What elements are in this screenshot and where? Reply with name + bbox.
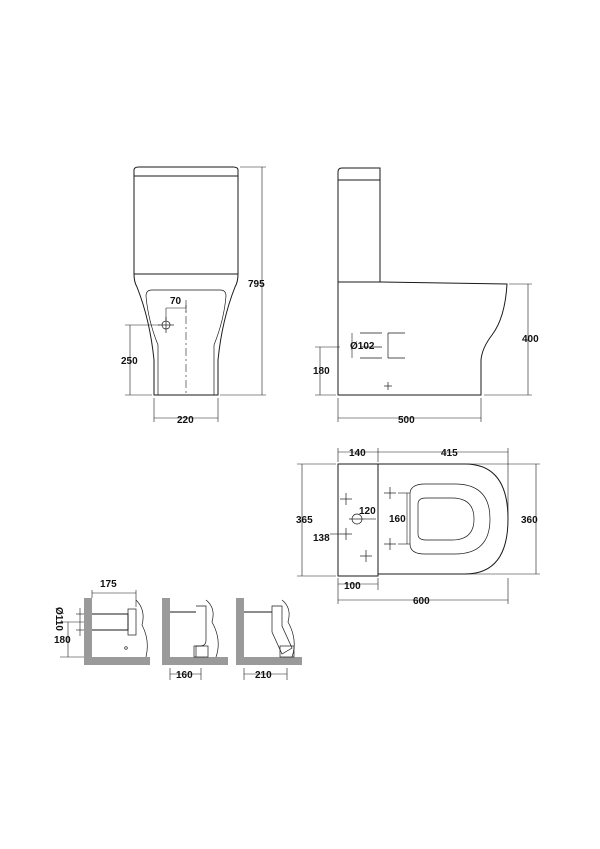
outlet-offset-label: 100 <box>344 581 361 592</box>
inlet-offset-label: 70 <box>170 296 182 307</box>
pipe-diameter-label: Ø110 <box>53 607 64 631</box>
pan-length-label: 415 <box>441 448 458 459</box>
vertical-offset-label: 160 <box>176 670 193 681</box>
overall-height-label: 795 <box>248 279 265 290</box>
depth-label: 500 <box>398 415 415 426</box>
side-view: Ø102 180 400 500 <box>313 167 539 426</box>
horizontal-connector-detail: 175 Ø110 180 <box>53 579 150 665</box>
outlet-diameter-label: Ø102 <box>350 341 375 352</box>
vertical-connector-detail: 160 <box>162 598 228 681</box>
cistern-depth-label: 140 <box>349 448 366 459</box>
fixing-marker <box>340 493 352 505</box>
inlet-spacing-label: 120 <box>359 506 376 517</box>
outlet-marker-side <box>384 382 392 390</box>
pipe-height-label: 180 <box>54 635 71 646</box>
fixing-marker <box>384 538 396 550</box>
pan-width-label: 360 <box>521 515 538 526</box>
fixing-marker <box>360 550 372 562</box>
angled-connector-detail: 210 <box>236 598 302 681</box>
angled-offset-label: 210 <box>255 670 272 681</box>
front-view: 70 250 220 795 <box>121 166 266 426</box>
inlet-height-label: 250 <box>121 356 138 367</box>
inlet-marker-plan <box>349 513 365 525</box>
fixing-marker <box>384 487 396 499</box>
fixing-offset-label: 138 <box>313 533 330 544</box>
base-width-label: 220 <box>177 415 194 426</box>
horizontal-projection-label: 175 <box>100 579 117 590</box>
pan-height-label: 400 <box>522 334 539 345</box>
fixing-marker <box>340 528 352 540</box>
plan-view: 140 415 365 360 120 160 138 100 600 <box>296 448 540 607</box>
overall-length-label: 600 <box>413 596 430 607</box>
cistern-width-label: 365 <box>296 515 313 526</box>
fixing-spacing-label: 160 <box>389 514 406 525</box>
outlet-height-label: 180 <box>313 366 330 377</box>
